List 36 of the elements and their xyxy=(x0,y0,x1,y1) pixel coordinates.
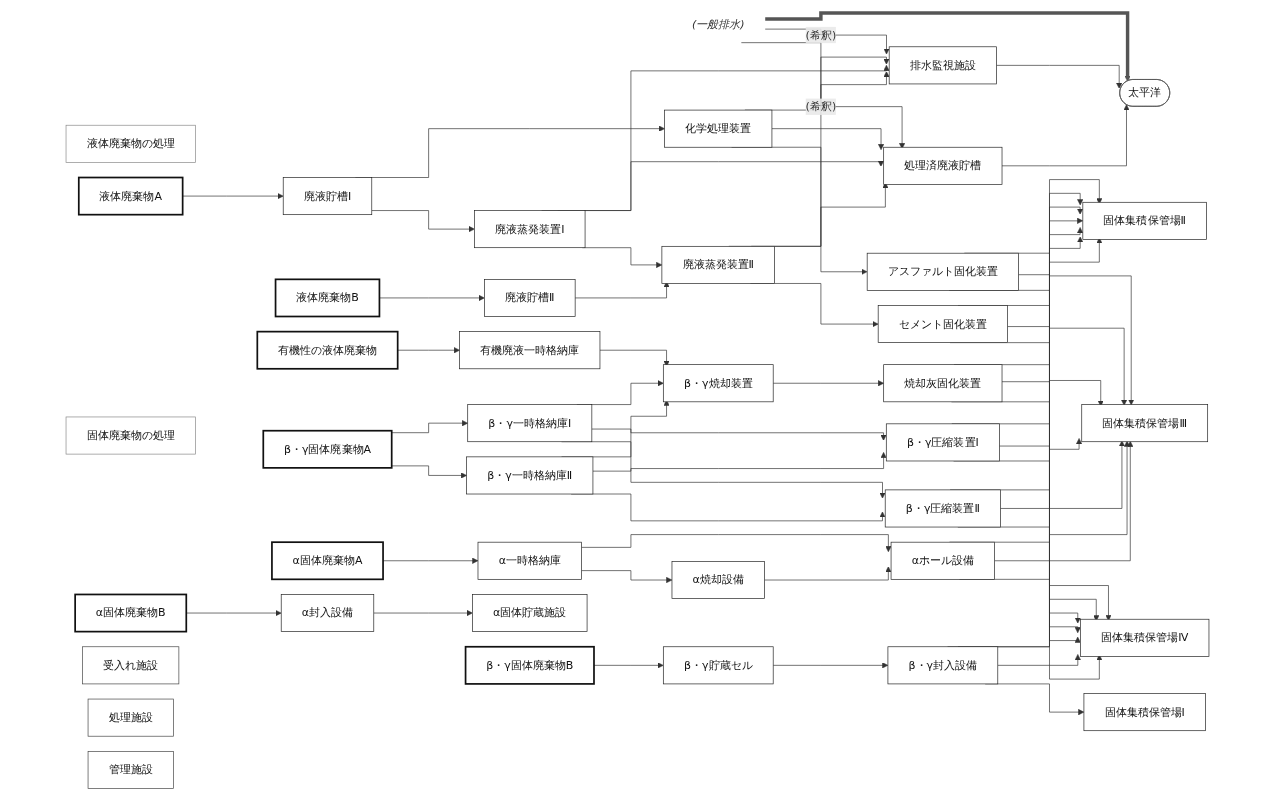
node-box: 廃液貯槽Ⅱ xyxy=(484,279,576,317)
node-box: α焼却設備 xyxy=(671,561,765,599)
node-box: α一時格納庫 xyxy=(477,541,582,580)
node-box: 処理済廃液貯槽 xyxy=(883,146,1003,185)
node-box: 固体集積保管場Ⅲ xyxy=(1081,404,1209,443)
node-box: 化学処理装置 xyxy=(664,109,773,148)
node-box: 固体集積保管場Ⅳ xyxy=(1080,618,1210,657)
node-box: β・γ一時格納庫Ⅱ xyxy=(466,456,594,495)
node-box: α固体廃棄物A xyxy=(271,541,384,581)
node-box: 廃液蒸発装置Ⅱ xyxy=(661,245,775,284)
node-box: 液体廃棄物B xyxy=(274,278,381,318)
node-box: β・γ一時格納庫Ⅰ xyxy=(467,404,593,443)
node-box: 廃液貯槽Ⅰ xyxy=(282,177,373,215)
node-box: 処理施設 xyxy=(87,698,174,737)
node-box: 有機廃液一時格納庫 xyxy=(459,331,601,370)
node-box: 固体廃棄物の処理 xyxy=(65,416,196,455)
node-box: 排水監視施設 xyxy=(888,46,997,85)
node-box: 受入れ施設 xyxy=(82,646,180,685)
edge-label: (希釈) xyxy=(805,99,837,113)
node-box: 固体集積保管場Ⅱ xyxy=(1082,201,1207,240)
node-box: α固体貯蔵施設 xyxy=(472,594,588,632)
node-box: 管理施設 xyxy=(87,751,174,789)
node-box: 固体集積保管場Ⅰ xyxy=(1083,693,1206,732)
node-box: 液体廃棄物A xyxy=(77,176,184,216)
node-box: 廃液蒸発装置Ⅰ xyxy=(474,210,586,249)
node-text: (一般排水) xyxy=(691,17,745,31)
edge-label: (希釈) xyxy=(805,28,837,42)
node-box: β・γ固体廃棄物A xyxy=(262,429,393,469)
node-box: 有機性の液体廃棄物 xyxy=(256,330,399,370)
node-box: β・γ焼却装置 xyxy=(662,364,774,403)
node-box: 液体廃棄物の処理 xyxy=(65,124,196,163)
node-box: α封入設備 xyxy=(280,594,375,632)
node-box: β・γ貯蔵セル xyxy=(662,646,774,685)
node-box: β・γ固体廃棄物B xyxy=(464,645,595,685)
node-box: α固体廃棄物B xyxy=(74,593,188,633)
node-box: β・γ封入設備 xyxy=(887,646,999,685)
